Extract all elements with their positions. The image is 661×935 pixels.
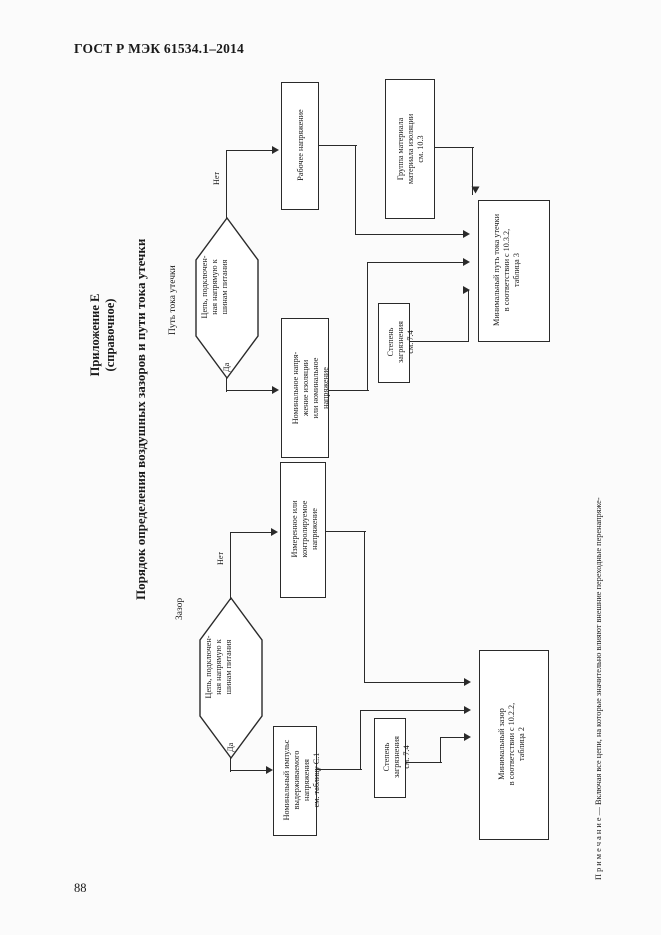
section-label-clearance: Зазор bbox=[175, 597, 185, 620]
connector-ri-out-v bbox=[360, 710, 362, 770]
connector-pd-out-v bbox=[468, 290, 470, 342]
connector-pdc-to-result bbox=[440, 737, 466, 739]
box-result-clearance bbox=[479, 650, 549, 840]
box-rated-voltage bbox=[281, 318, 329, 458]
decision-circuit-connected-clearance-label: Цепь, подключен- ная напрямую к шинам пи… bbox=[204, 635, 233, 699]
connector-mv-out-v bbox=[364, 531, 366, 683]
connector-rv-out-v bbox=[367, 262, 369, 391]
connector-no-vertical-clearance bbox=[230, 532, 232, 600]
box-working-voltage bbox=[281, 82, 319, 210]
appendix-line-2: (справочное) bbox=[102, 298, 117, 372]
box-pollution-degree-leakage bbox=[378, 303, 410, 383]
connector-mv-to-result bbox=[364, 682, 466, 684]
connector-ri-to-result bbox=[360, 710, 466, 712]
page-header: ГОСТ Р МЭК 61534.1–2014 bbox=[74, 41, 244, 56]
connector-pd-out-h bbox=[410, 341, 469, 343]
arrow-wv-to-result bbox=[463, 230, 470, 238]
arrow-to-rated-impulse bbox=[266, 766, 273, 774]
connector-no-horizontal-leakage bbox=[226, 150, 274, 152]
box-result-leakage-label: Минимальный путь тока утечки в соответст… bbox=[492, 214, 521, 326]
arrow-ri-to-result bbox=[464, 706, 471, 714]
box-material-group-label: Группа материала материала изоляции см. … bbox=[396, 113, 425, 185]
arrow-mg-to-result bbox=[471, 186, 480, 194]
decision-circuit-connected-leakage-label: Цепь, подключен- ная напрямую к шинам пи… bbox=[200, 255, 229, 319]
connector-mv-out-h bbox=[326, 531, 366, 533]
arrow-rv-to-result bbox=[463, 258, 470, 266]
arrow-pdc-to-result bbox=[464, 733, 471, 741]
arrow-to-rated-voltage bbox=[272, 386, 279, 394]
connector-mg-out-h bbox=[435, 147, 474, 149]
box-pollution-degree-clearance bbox=[374, 718, 406, 798]
branch-label-yes-clearance: Да bbox=[226, 742, 235, 752]
box-pollution-degree-clearance-label: Степень загрязнения см. 7.4 bbox=[382, 736, 411, 778]
connector-yes-vertical-leakage bbox=[226, 378, 228, 392]
appendix-line-1: Приложение Е bbox=[88, 293, 102, 377]
arrow-mv-to-result bbox=[464, 678, 471, 686]
connector-wv-to-result bbox=[355, 234, 465, 236]
branch-label-yes-leakage: Да bbox=[222, 362, 231, 372]
arrow-to-working-voltage bbox=[272, 146, 279, 154]
appendix-heading: Приложение Е (справочное) bbox=[88, 225, 118, 445]
arrow-to-measured-voltage bbox=[271, 528, 278, 536]
connector-yes-vertical-clearance bbox=[230, 758, 232, 772]
box-rated-voltage-label: Номинальное напря- жение изоляции или но… bbox=[291, 351, 330, 425]
box-measured-voltage bbox=[280, 462, 326, 598]
box-rated-impulse-label: Номинальный импульс выдерживаемого напря… bbox=[282, 739, 321, 821]
box-measured-voltage-label: Измеренное или контролируемое напряжение bbox=[290, 500, 319, 558]
connector-yes-horizontal-clearance bbox=[230, 770, 268, 772]
connector-wv-out-v bbox=[355, 145, 357, 235]
section-label-leakage: Путь тока утечки bbox=[168, 265, 178, 335]
note-text: П р и м е ч а н и е — Включая все цепи, … bbox=[594, 497, 603, 880]
page-title: Порядок определения воздушных зазоров и … bbox=[133, 238, 148, 600]
box-result-leakage bbox=[478, 200, 550, 342]
page-number: 88 bbox=[74, 881, 87, 895]
connector-no-horizontal-clearance bbox=[230, 532, 273, 534]
connector-rv-out-h bbox=[329, 390, 369, 392]
connector-pdc-out-h bbox=[406, 762, 442, 764]
connector-pdc-out-v bbox=[440, 737, 442, 763]
connector-wv-out-h bbox=[319, 145, 357, 147]
box-working-voltage-label: Рабочее напряжение bbox=[296, 109, 305, 181]
branch-label-no-clearance: Нет bbox=[216, 551, 225, 565]
connector-mg-out-v bbox=[472, 147, 474, 195]
box-material-group bbox=[385, 79, 435, 219]
connector-ri-out-h bbox=[317, 769, 362, 771]
connector-rv-to-result bbox=[367, 262, 465, 264]
connector-no-vertical-leakage bbox=[226, 150, 228, 219]
box-result-clearance-label: Минимальный зазор в соответствии с 10.2.… bbox=[497, 702, 526, 786]
branch-label-no-leakage: Нет bbox=[212, 171, 221, 185]
arrow-pd-to-result bbox=[463, 286, 470, 294]
box-rated-impulse bbox=[273, 726, 317, 836]
connector-yes-horizontal-leakage bbox=[226, 390, 274, 392]
